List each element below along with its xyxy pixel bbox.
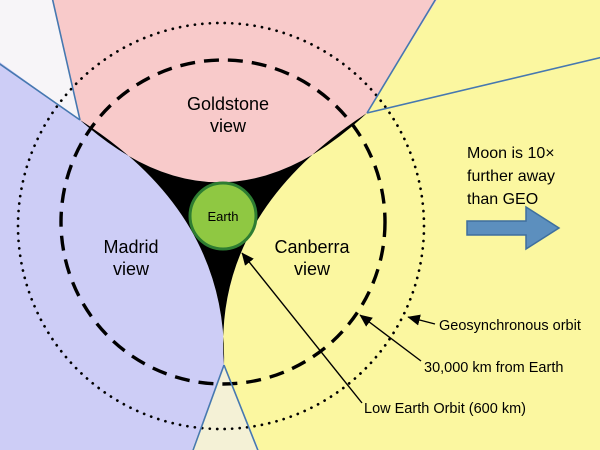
- goldstone-view-label-line1: Goldstone: [187, 94, 269, 114]
- goldstone-view-label-line2: view: [210, 116, 247, 136]
- earth-circle: [188, 181, 258, 251]
- madrid-view-label-line1: Madrid: [103, 237, 158, 257]
- distance-label: 30,000 km from Earth: [424, 360, 563, 376]
- canberra-region: [223, 0, 600, 450]
- geosynchronous-orbit-circle: [16, 21, 426, 431]
- distance-pointer-arrow: [359, 314, 422, 362]
- moon-note-line2: further away: [467, 168, 555, 185]
- leo-label: Low Earth Orbit (600 km): [364, 401, 526, 417]
- view-boundary-line: [192, 364, 225, 450]
- moon-direction-arrow-icon: [466, 205, 561, 251]
- view-boundary-line: [366, 56, 600, 114]
- geo-orbit-pointer-arrow: [407, 314, 436, 326]
- moon-note-line1: Moon is 10×: [467, 145, 555, 162]
- madrid-view-label-line2: view: [113, 259, 150, 279]
- moon-note-line3: than GEO: [467, 191, 538, 208]
- earth-label: Earth: [207, 209, 238, 224]
- view-boundary-line: [51, 0, 81, 121]
- view-boundary-line: [0, 63, 81, 121]
- orbit-30000km-circle: [59, 58, 387, 386]
- view-boundary-line: [366, 0, 437, 114]
- geo-orbit-label: Geosynchronous orbit: [439, 318, 581, 334]
- madrid-region: [0, 62, 225, 450]
- view-boundary-line: [223, 364, 259, 450]
- goldstone-region: [52, 0, 437, 183]
- overlap-region-top-left: [0, 0, 80, 120]
- leo-pointer-arrow: [241, 252, 363, 404]
- canberra-view-label-line1: Canberra: [274, 237, 350, 257]
- canberra-view-label-line2: view: [294, 259, 331, 279]
